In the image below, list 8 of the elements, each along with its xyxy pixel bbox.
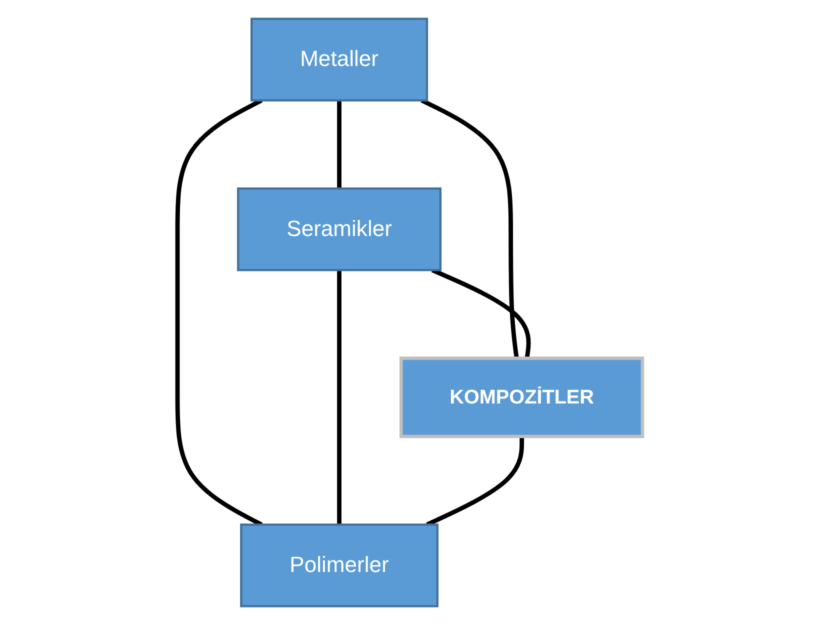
node-box: Seramikler xyxy=(237,187,442,272)
connector xyxy=(431,268,531,359)
node-box: Metaller xyxy=(250,18,428,102)
connector xyxy=(337,270,342,525)
connector xyxy=(420,98,519,359)
node-box: Polimerler xyxy=(240,524,438,608)
node-box: KOMPOZİTLER xyxy=(400,356,644,438)
connector xyxy=(337,100,342,189)
